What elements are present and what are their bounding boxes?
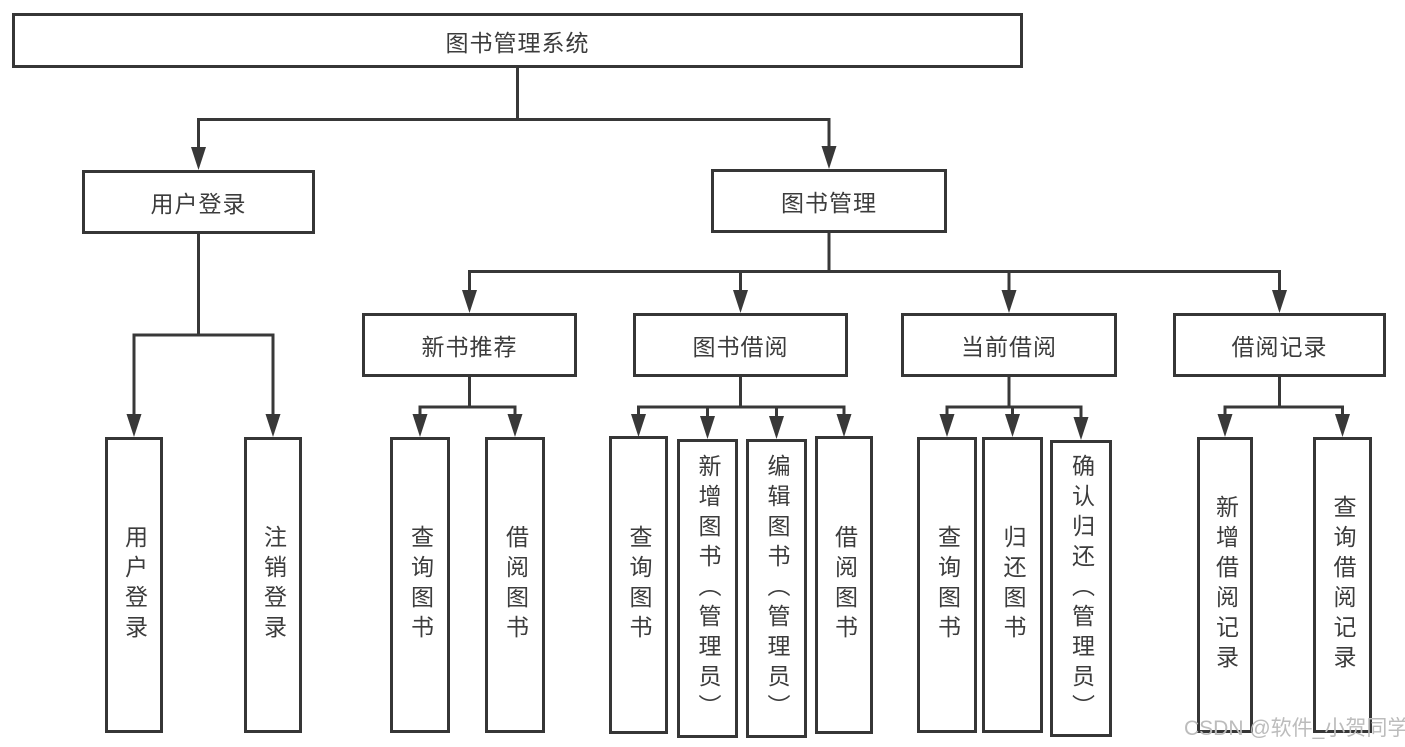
leaf-logout-label: 注销登录 bbox=[260, 525, 287, 645]
leaf-borrow-books: 借阅图书 bbox=[815, 436, 873, 734]
leaf-query-books-current-label: 查询图书 bbox=[934, 525, 961, 645]
leaf-edit-books-admin-label: 编辑图书（管理员） bbox=[764, 453, 790, 724]
leaf-add-books-admin: 新增图书（管理员） bbox=[677, 439, 738, 738]
leaf-add-borrow-record: 新增借阅记录 bbox=[1197, 437, 1253, 733]
leaf-user-login-label: 用户登录 bbox=[121, 525, 148, 645]
leaf-query-books-current: 查询图书 bbox=[917, 437, 977, 733]
node-user-login: 用户登录 bbox=[82, 170, 315, 234]
leaf-query-books-borrowing-label: 查询图书 bbox=[626, 525, 652, 645]
node-new-book-recommendation: 新书推荐 bbox=[362, 313, 577, 377]
leaf-logout: 注销登录 bbox=[244, 437, 302, 733]
leaf-query-borrow-record-label: 查询借阅记录 bbox=[1330, 495, 1356, 675]
leaf-return-books-label: 归还图书 bbox=[1000, 525, 1026, 645]
leaf-confirm-return-admin-label: 确认归还（管理员） bbox=[1068, 453, 1095, 724]
leaf-user-login: 用户登录 bbox=[105, 437, 163, 733]
leaf-add-books-admin-label: 新增图书（管理员） bbox=[695, 453, 721, 724]
leaf-borrow-books-recommend-label: 借阅图书 bbox=[502, 525, 529, 645]
leaf-add-borrow-record-label: 新增借阅记录 bbox=[1212, 495, 1239, 675]
node-book-borrowing: 图书借阅 bbox=[633, 313, 848, 377]
leaf-borrow-books-label: 借阅图书 bbox=[831, 525, 858, 645]
leaf-query-books-recommend: 查询图书 bbox=[390, 437, 450, 733]
node-book-management: 图书管理 bbox=[711, 169, 947, 233]
leaf-query-borrow-record: 查询借阅记录 bbox=[1313, 437, 1372, 733]
node-library-system: 图书管理系统 bbox=[12, 13, 1023, 68]
node-borrowing-records: 借阅记录 bbox=[1173, 313, 1386, 377]
leaf-query-books-recommend-label: 查询图书 bbox=[407, 525, 434, 645]
leaf-query-books-borrowing: 查询图书 bbox=[609, 436, 668, 734]
leaf-edit-books-admin: 编辑图书（管理员） bbox=[746, 439, 807, 738]
leaf-return-books: 归还图书 bbox=[982, 437, 1043, 733]
leaf-confirm-return-admin: 确认归还（管理员） bbox=[1050, 440, 1112, 737]
leaf-borrow-books-recommend: 借阅图书 bbox=[485, 437, 545, 733]
node-current-borrowing: 当前借阅 bbox=[901, 313, 1117, 377]
